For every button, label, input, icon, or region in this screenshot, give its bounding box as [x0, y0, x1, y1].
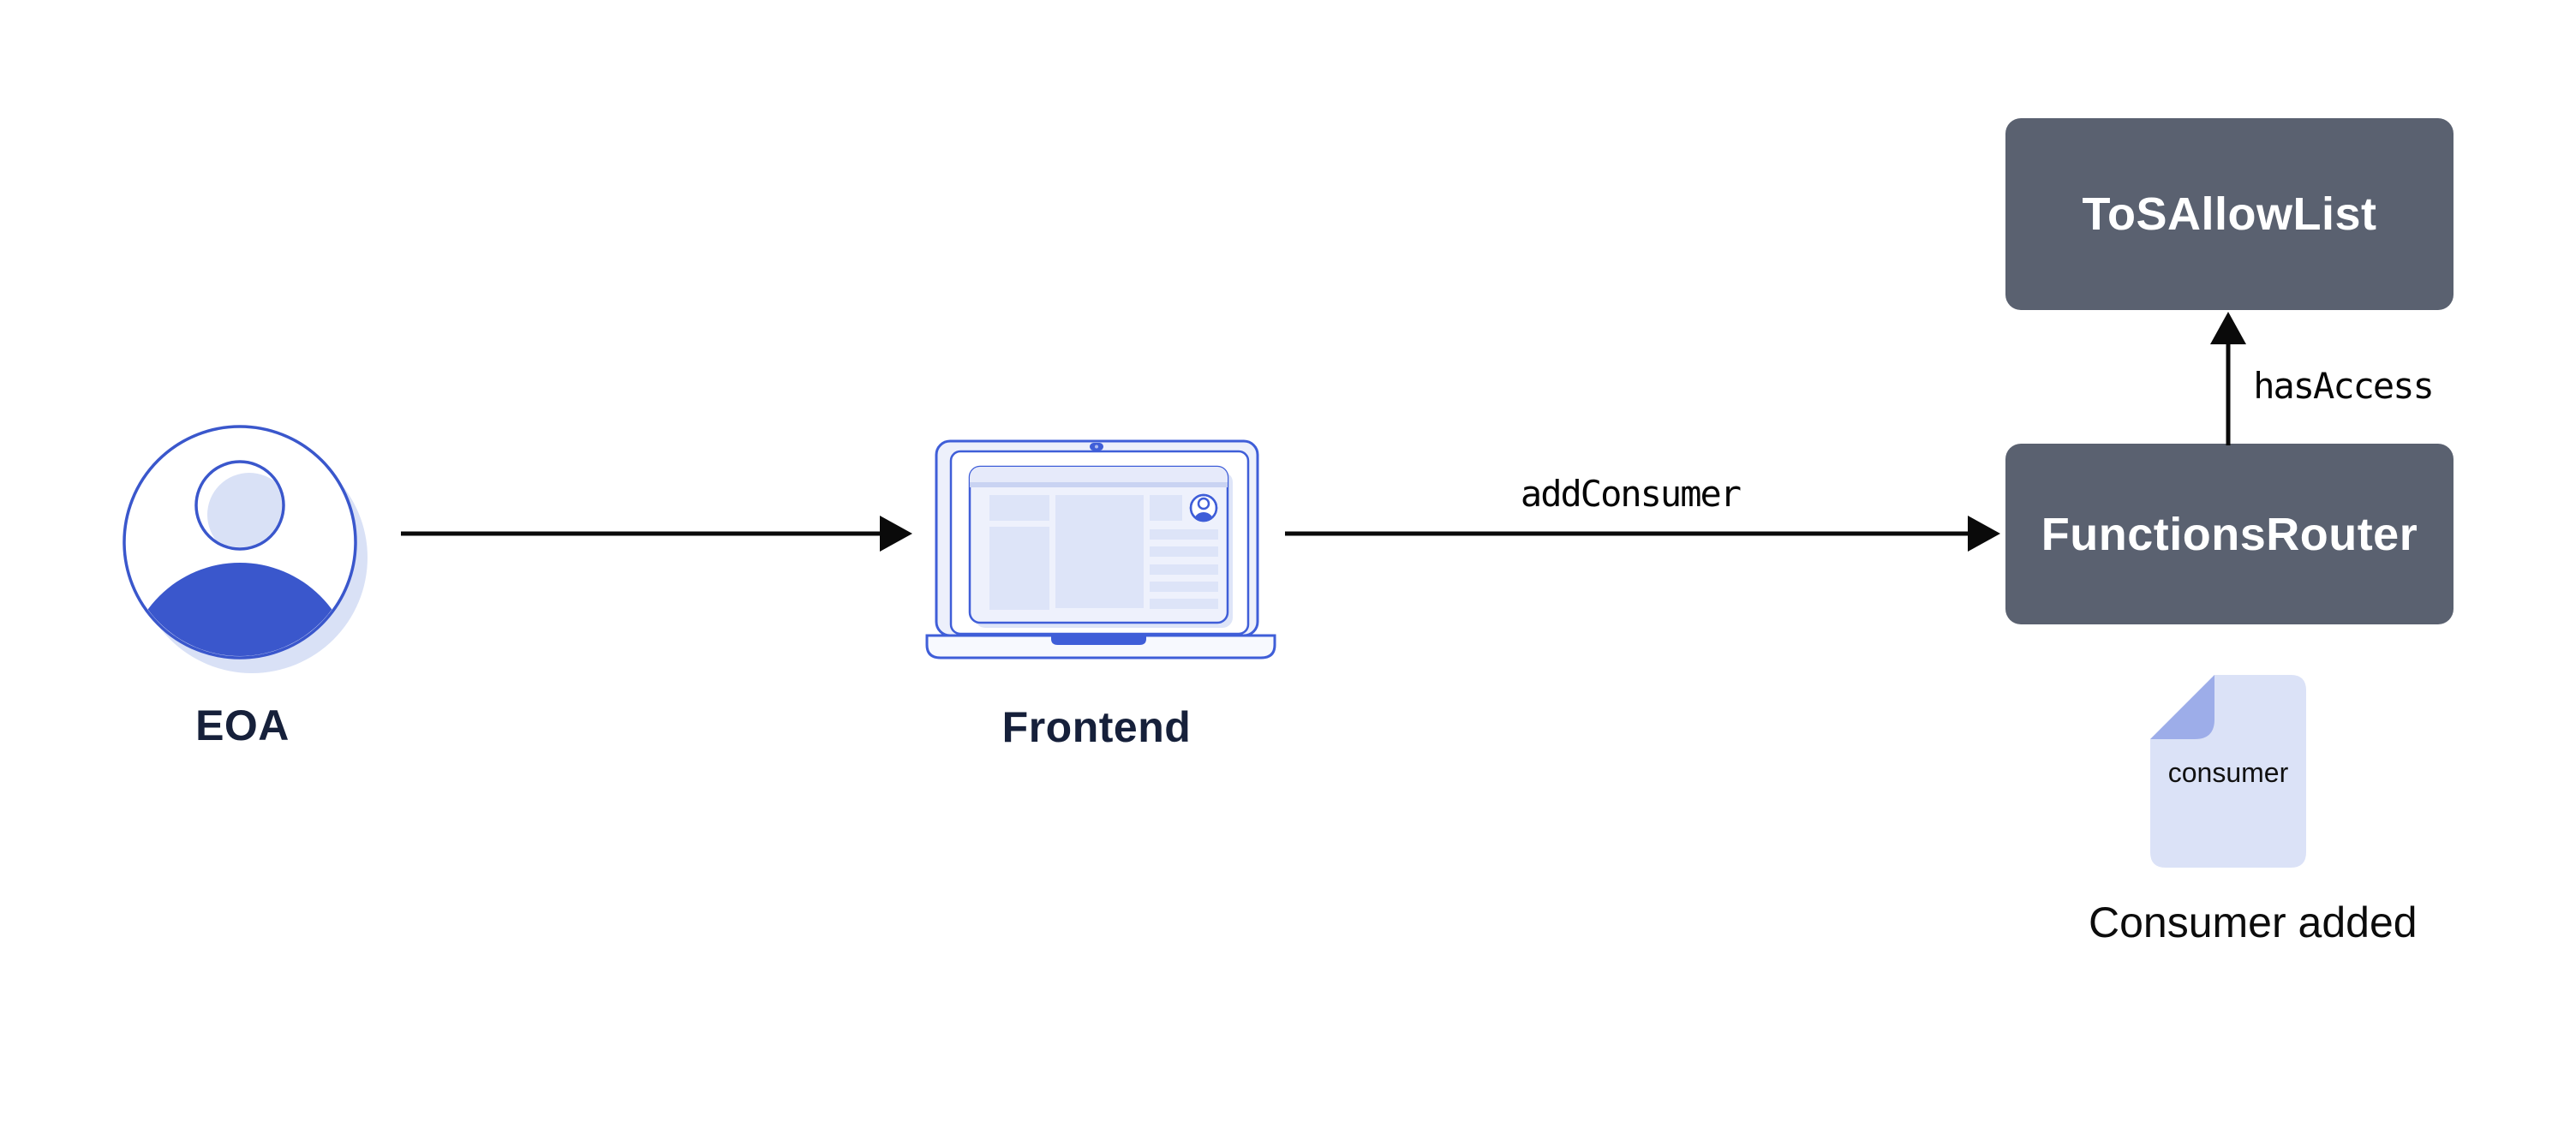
laptop-icon	[925, 439, 1276, 660]
arrowhead-icon	[1968, 516, 2000, 552]
arrow-eoa-to-frontend	[401, 516, 912, 552]
node-label-eoa: EOA	[195, 701, 290, 749]
avatar-shoulders	[126, 563, 354, 656]
artifact-caption: Consumer added	[2089, 898, 2418, 946]
document-icon	[2150, 675, 2306, 868]
content-block	[989, 527, 1049, 610]
document-text: consumer	[2167, 757, 2289, 788]
node-label-frontend: Frontend	[1001, 703, 1192, 751]
window-toolbar	[970, 482, 1228, 487]
edge-label-hasaccess: hasAccess	[2253, 365, 2435, 407]
node-label-functions-router: FunctionsRouter	[2041, 508, 2418, 560]
arrow-functions-router-to-tos	[2210, 312, 2246, 445]
window-titlebar	[970, 467, 1228, 484]
arrowhead-icon	[880, 516, 912, 552]
avatar-head-outline	[194, 460, 285, 551]
arrow-frontend-to-functions-router	[1285, 516, 2000, 552]
content-line	[1150, 599, 1218, 609]
content-block	[1055, 495, 1144, 608]
content-line	[1150, 582, 1218, 592]
content-block	[989, 495, 1049, 521]
edge-label-addconsumer: addConsumer	[1520, 473, 1742, 515]
document-fold	[2150, 675, 2214, 739]
node-label-tos-allow-list: ToSAllowList	[2082, 188, 2377, 240]
arrowhead-icon	[2210, 312, 2246, 344]
content-line	[1150, 529, 1218, 540]
content-block	[1150, 495, 1182, 521]
user-avatar-icon	[123, 425, 368, 673]
content-line	[1150, 546, 1218, 557]
node-tos-allow-list: ToSAllowList	[2005, 118, 2453, 310]
laptop-base	[925, 634, 1276, 660]
node-functions-router: FunctionsRouter	[2005, 444, 2453, 624]
laptop-notch	[1051, 636, 1146, 645]
content-line	[1150, 564, 1218, 575]
